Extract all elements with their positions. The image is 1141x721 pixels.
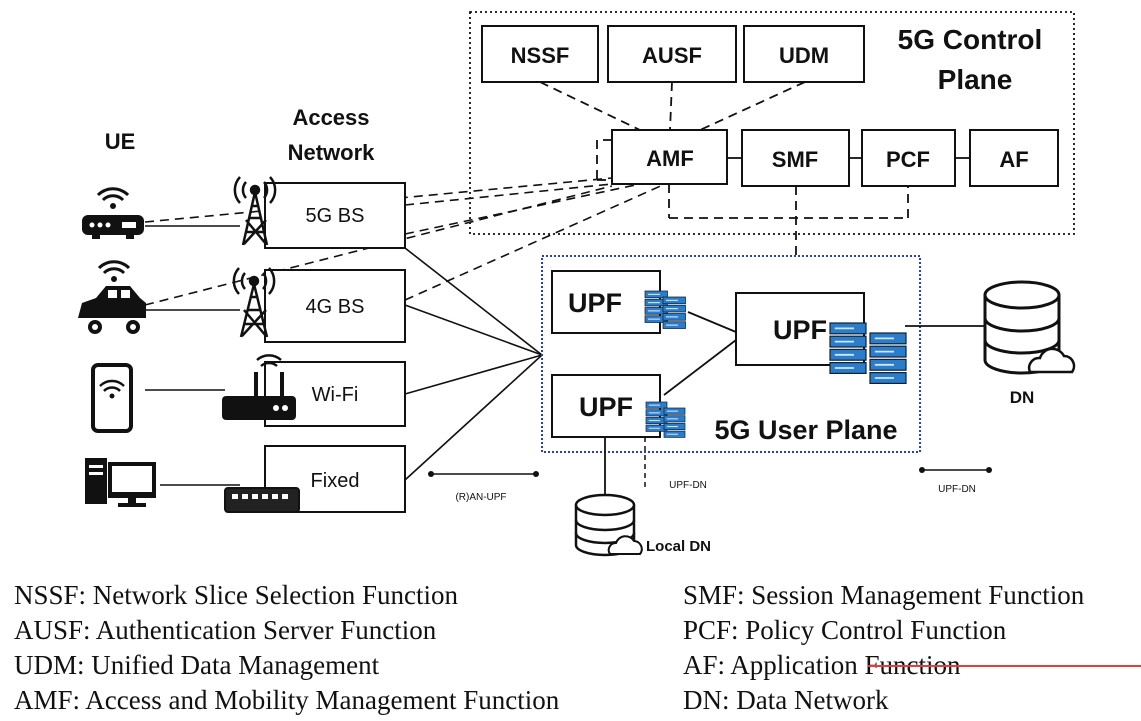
svg-text:AMF: AMF <box>646 146 694 171</box>
svg-text:SMF: SMF <box>772 147 818 172</box>
4g-bs-node: 4G BS <box>264 269 406 343</box>
svg-text:(R)AN-UPF: (R)AN-UPF <box>455 492 506 503</box>
legend-item-udm: UDM: Unified Data Management <box>14 650 380 680</box>
car-ue-icon <box>78 260 146 334</box>
legend-item-pcf: PCF: Policy Control Function <box>683 615 1007 645</box>
svg-text:AF: AF <box>999 147 1028 172</box>
4g-tower-icon <box>232 267 276 338</box>
legend-left: NSSF: Network Slice Selection Function A… <box>14 578 559 718</box>
svg-text:5G BS: 5G BS <box>306 205 365 227</box>
ue-header: UE <box>105 129 136 154</box>
legend-item-dn: DN: Data Network <box>683 685 889 715</box>
upf-node-bottom: UPF <box>551 374 661 438</box>
legend-item-af: AF: Application Function <box>683 648 1141 683</box>
svg-text:UDM: UDM <box>779 43 829 68</box>
udm-node: UDM <box>743 25 865 83</box>
smf-node: SMF <box>741 129 850 187</box>
access-network-header: Access <box>292 105 369 130</box>
legend-item-smf: SMF: Session Management Function <box>683 580 1085 610</box>
control-plane-title: 5G Control <box>898 24 1043 55</box>
smartphone-ue-icon <box>91 363 133 433</box>
5g-bs-node: 5G BS <box>264 182 406 249</box>
svg-text:UPF: UPF <box>773 315 827 345</box>
upf-dn-interface-1: UPF-DN <box>669 480 707 491</box>
upf-node-top: UPF <box>551 270 661 334</box>
svg-text:Fixed: Fixed <box>311 470 360 492</box>
router-ue-icon <box>82 187 144 239</box>
red-strike-mark <box>868 665 1141 667</box>
svg-text:UPF: UPF <box>579 392 633 422</box>
svg-text:PCF: PCF <box>886 147 930 172</box>
control-plane-title-2: Plane <box>938 64 1013 95</box>
af-node: AF <box>969 129 1059 187</box>
5g-tower-icon <box>233 176 277 246</box>
local-dn-database-icon <box>574 493 643 557</box>
legend-item-ausf: AUSF: Authentication Server Function <box>14 615 437 645</box>
svg-text:AUSF: AUSF <box>642 43 702 68</box>
n3-links <box>404 247 543 481</box>
wifi-router-icon <box>222 354 296 420</box>
svg-text:UPF-DN: UPF-DN <box>938 484 976 495</box>
fixed-node: Fixed <box>264 445 406 513</box>
dn-database-icon <box>983 280 1076 375</box>
ran-upf-interface: (R)AN-UPF <box>428 471 539 503</box>
user-plane-title: 5G User Plane <box>714 415 897 445</box>
legend-item-amf: AMF: Access and Mobility Management Func… <box>14 685 560 715</box>
svg-text:UPF-DN: UPF-DN <box>669 480 707 491</box>
upf-links <box>604 311 985 496</box>
svg-text:NSSF: NSSF <box>511 43 570 68</box>
upf-dn-interface-2: UPF-DN <box>919 467 992 495</box>
dn-label: DN <box>1010 388 1035 407</box>
control-plane-links <box>539 81 909 258</box>
svg-text:UPF: UPF <box>568 288 622 318</box>
nssf-node: NSSF <box>481 25 599 83</box>
amf-node: AMF <box>611 129 728 185</box>
5g-architecture-diagram: 5G Control Plane NSSF AUSF UDM AMF SMF <box>78 11 1076 557</box>
legend-item-nssf: NSSF: Network Slice Selection Function <box>14 580 458 610</box>
modem-icon <box>224 487 300 513</box>
desktop-computer-ue-icon <box>85 458 156 507</box>
legend-right: SMF: Session Management Function PCF: Po… <box>683 578 1141 718</box>
local-dn-label: Local DN <box>646 538 711 555</box>
svg-text:Wi-Fi: Wi-Fi <box>312 384 359 406</box>
ausf-node: AUSF <box>607 25 737 83</box>
pcf-node: PCF <box>861 129 956 187</box>
access-network-header-2: Network <box>288 140 376 165</box>
svg-text:4G BS: 4G BS <box>306 296 365 318</box>
user-plane-frame <box>541 255 921 453</box>
server-icon-top <box>644 290 687 330</box>
control-plane-frame <box>469 11 1075 235</box>
ue-access-links <box>145 225 240 486</box>
server-icon-main <box>829 322 907 385</box>
